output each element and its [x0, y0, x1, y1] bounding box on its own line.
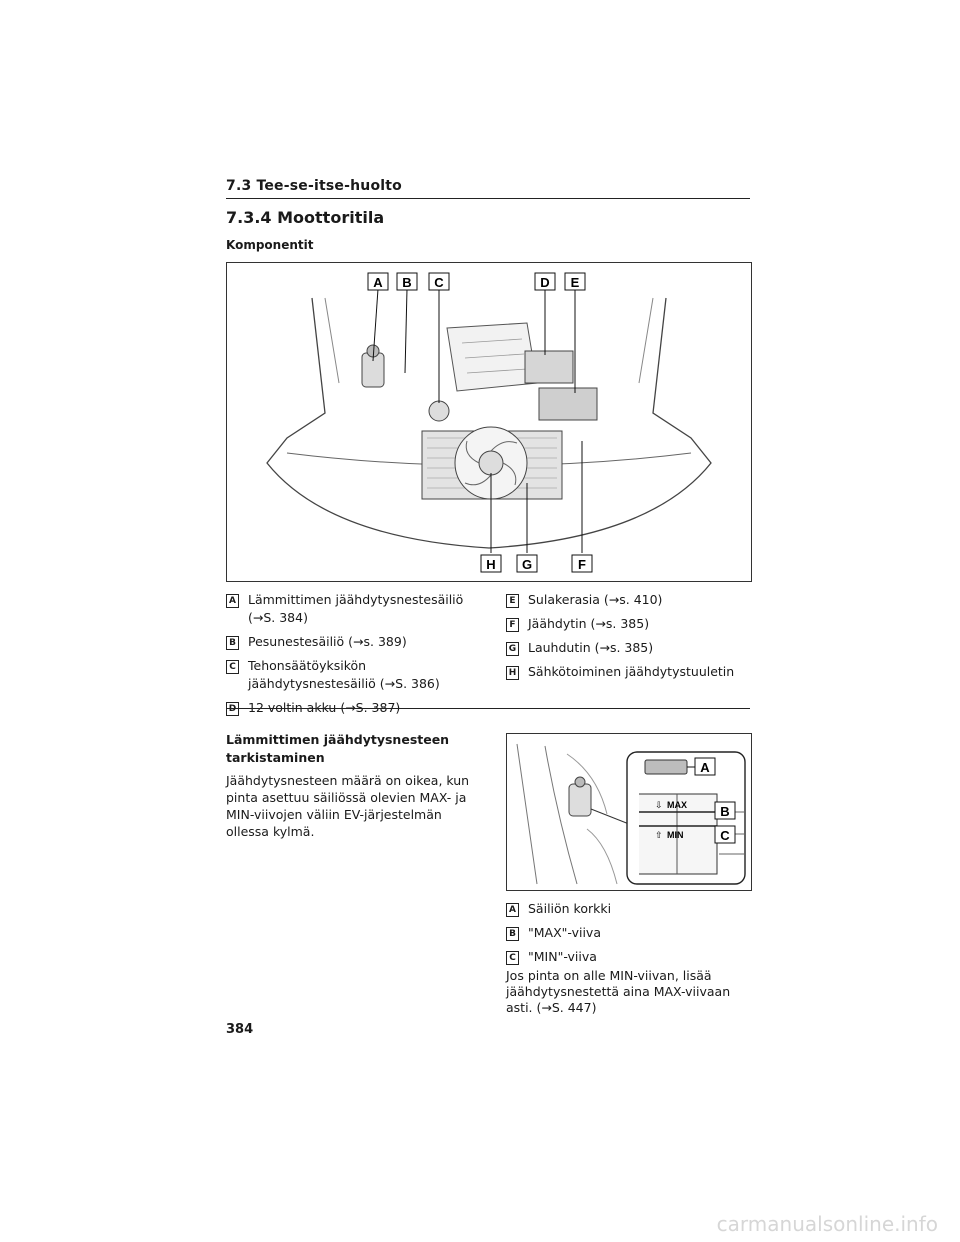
small-callout-a: A — [694, 757, 716, 776]
divider — [226, 708, 750, 709]
svg-text:B: B — [720, 804, 729, 819]
callout-a: A — [367, 272, 389, 291]
svg-text:C: C — [434, 275, 444, 290]
legend-badge: E — [506, 594, 519, 608]
legend-item: B "MAX"-viiva — [506, 924, 750, 942]
legend-text: Sähkötoiminen jäähdytystuuletin — [528, 664, 735, 679]
legend-item: C "MIN"-viiva — [506, 948, 750, 966]
callout-f: F — [571, 554, 593, 573]
legend-badge: D — [226, 702, 239, 716]
svg-text:A: A — [373, 275, 383, 290]
legend-text: Jäähdytin (→s. 385) — [528, 616, 650, 631]
legend-left: A Lämmittimen jäähdytysnestesäiliö (→S. … — [226, 591, 476, 723]
legend-item: E Sulakerasia (→s. 410) — [506, 591, 750, 609]
legend-text: Lauhdutin (→s. 385) — [528, 640, 654, 655]
legend-text: 12 voltin akku (→S. 387) — [248, 700, 401, 715]
callout-d: D — [534, 272, 556, 291]
legend-badge: C — [226, 660, 239, 674]
svg-text:C: C — [720, 828, 730, 843]
section-rule — [226, 198, 750, 199]
callout-e: E — [564, 272, 586, 291]
svg-text:B: B — [402, 275, 411, 290]
legend-badge: F — [506, 618, 519, 632]
engine-compartment-figure: A B C D E H G F — [226, 262, 752, 582]
legend-item: F Jäähdytin (→s. 385) — [506, 615, 750, 633]
min-label: MIN — [667, 830, 684, 840]
small-callout-c: C — [714, 825, 736, 844]
legend-badge: G — [506, 642, 519, 656]
page-number: 384 — [226, 1022, 254, 1037]
section-header: 7.3 Tee-se-itse-huolto — [226, 178, 750, 199]
page-title: 7.3.4 Moottoritila — [226, 208, 385, 227]
legend-text: Säiliön korkki — [528, 901, 612, 916]
legend-item: B Pesunestesäiliö (→s. 389) — [226, 633, 476, 651]
legend-item: H Sähkötoiminen jäähdytystuuletin — [506, 663, 750, 681]
engine-compartment-illustration: A B C D E H G F — [266, 272, 712, 573]
coolant-check-text: Jäähdytysnesteen määrä on oikea, kun pin… — [226, 773, 470, 839]
legend-badge: B — [506, 927, 519, 941]
legend-text: "MIN"-viiva — [528, 949, 597, 964]
legend-badge: C — [506, 951, 519, 965]
svg-text:A: A — [700, 760, 710, 775]
callout-g: G — [516, 554, 538, 573]
svg-text:F: F — [578, 557, 586, 572]
min-arrow: ⇧ — [655, 830, 663, 840]
legend-item: C Tehonsäätöyksikön jäähdytysnestesäiliö… — [226, 657, 476, 693]
legend-text: Pesunestesäiliö (→s. 389) — [248, 634, 407, 649]
legend-text: Lämmittimen jäähdytysnestesäiliö (→S. 38… — [248, 592, 464, 625]
callout-b: B — [396, 272, 418, 291]
reservoir-illustration: ⇩ MAX ⇧ MIN A B C — [516, 743, 746, 885]
svg-text:E: E — [571, 275, 580, 290]
max-label: MAX — [667, 800, 687, 810]
coolant-check-heading: Lämmittimen jäähdytysnesteen tarkistamin… — [226, 732, 450, 765]
legend-text: Sulakerasia (→s. 410) — [528, 592, 663, 607]
legend-small: A Säiliön korkki B "MAX"-viiva C "MIN"-v… — [506, 900, 750, 972]
legend-right: E Sulakerasia (→s. 410) F Jäähdytin (→s.… — [506, 591, 750, 687]
reservoir-figure: ⇩ MAX ⇧ MIN A B C — [506, 733, 752, 891]
legend-text: "MAX"-viiva — [528, 925, 601, 940]
callout-h: H — [480, 554, 502, 573]
legend-item: D 12 voltin akku (→S. 387) — [226, 699, 476, 717]
max-arrow: ⇩ — [655, 800, 663, 810]
legend-badge: B — [226, 636, 239, 650]
legend-badge: A — [226, 594, 239, 608]
svg-text:D: D — [540, 275, 549, 290]
section-title: 7.3 Tee-se-itse-huolto — [226, 178, 402, 194]
note-text: Jos pinta on alle MIN-viivan, lisää jääh… — [506, 968, 731, 1015]
legend-item: A Säiliön korkki — [506, 900, 750, 918]
legend-item: G Lauhdutin (→s. 385) — [506, 639, 750, 657]
legend-badge: H — [506, 666, 519, 680]
legend-text: Tehonsäätöyksikön jäähdytysnestesäiliö (… — [248, 658, 440, 691]
callout-c: C — [428, 272, 450, 291]
small-callout-b: B — [714, 801, 736, 820]
legend-item: A Lämmittimen jäähdytysnestesäiliö (→S. … — [226, 591, 476, 627]
legend-badge: A — [506, 903, 519, 917]
svg-text:G: G — [522, 557, 532, 572]
svg-text:H: H — [486, 557, 495, 572]
components-subheading: Komponentit — [226, 238, 314, 252]
watermark: carmanualsonline.info — [716, 1212, 938, 1236]
